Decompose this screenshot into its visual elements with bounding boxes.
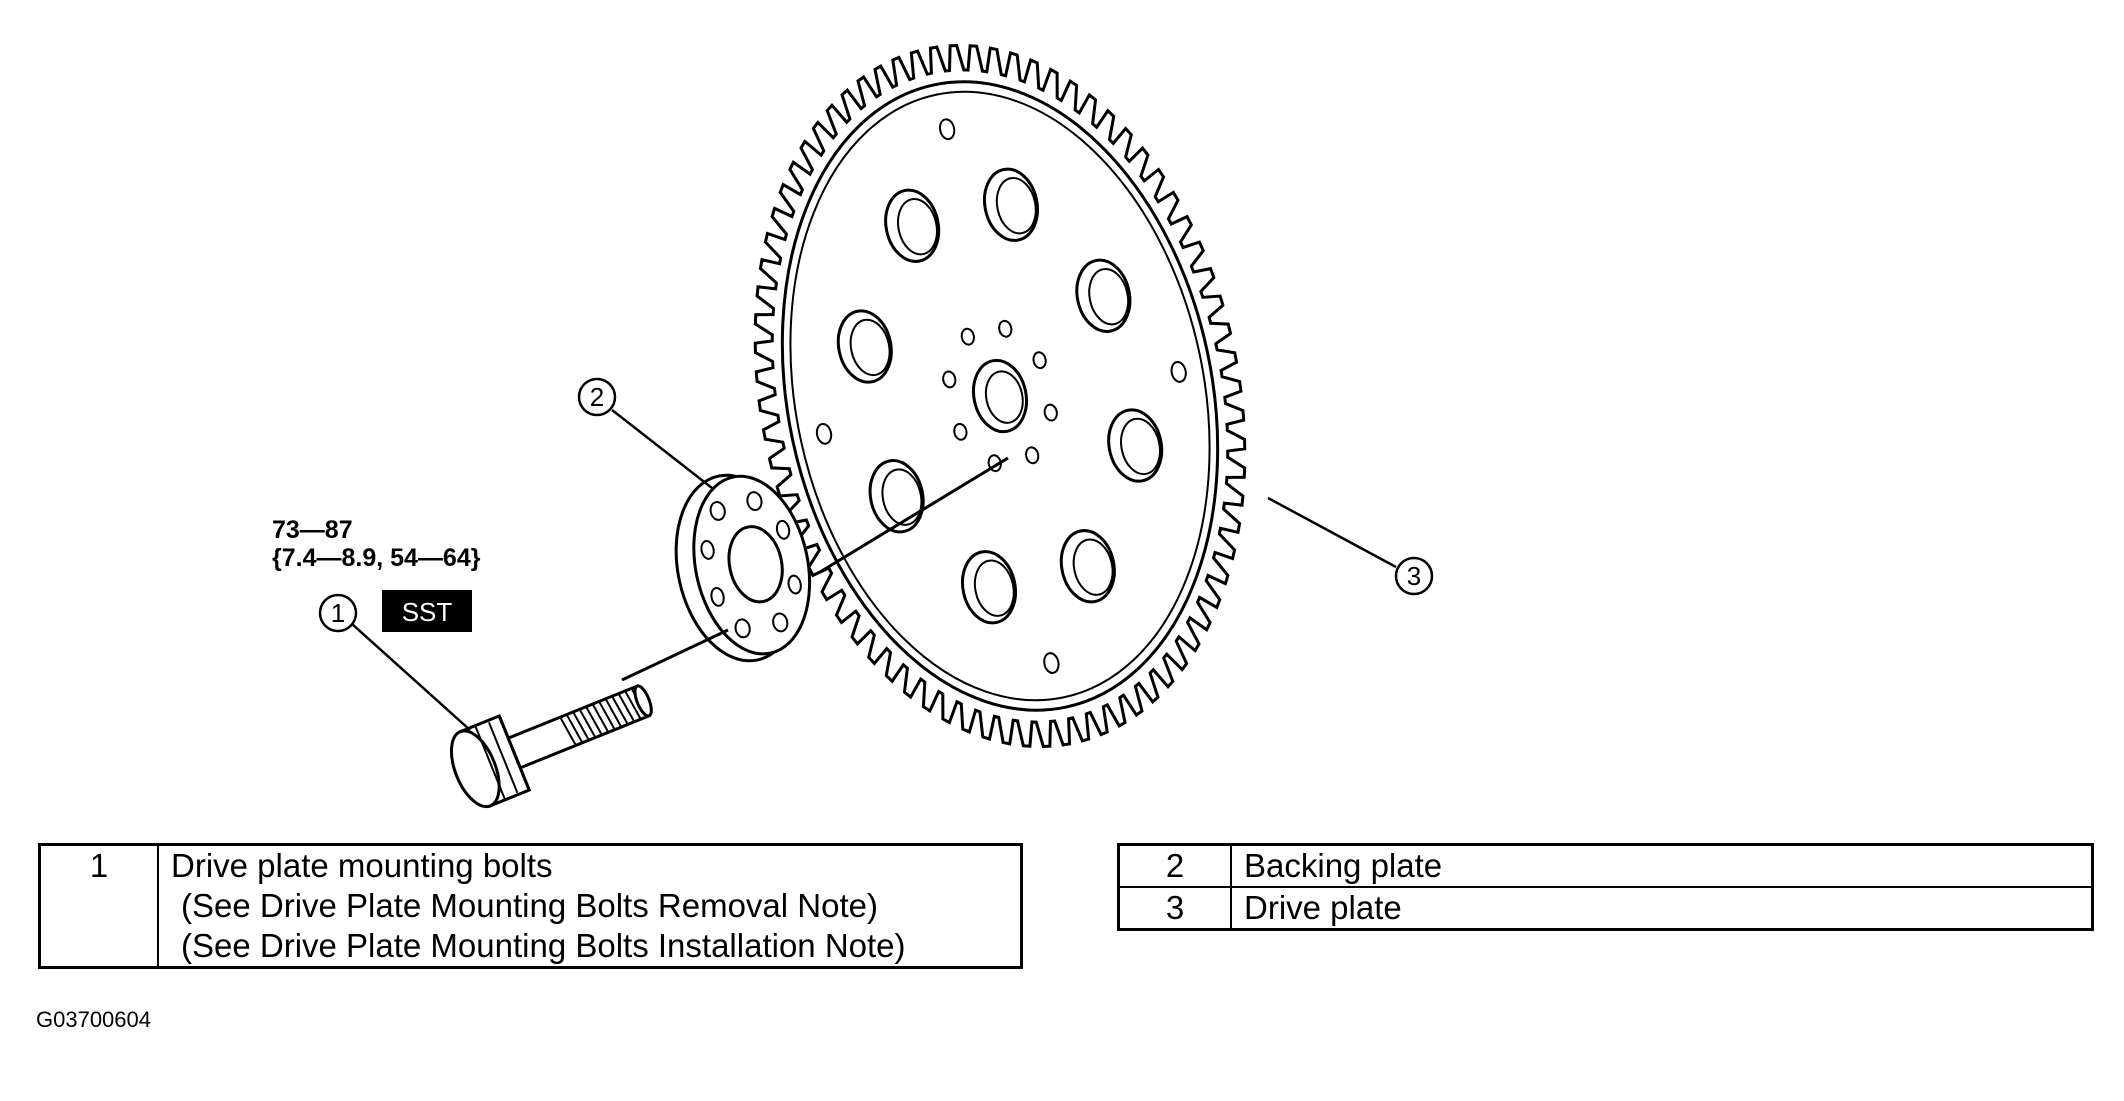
drive-plate-bolt-holes	[942, 319, 1058, 473]
torque-value: 73—87	[272, 516, 353, 544]
drive-plate-large-holes	[836, 167, 1164, 625]
rim-notch	[1043, 652, 1060, 674]
small-hole	[960, 327, 975, 346]
callout-1: 1	[318, 593, 358, 633]
table-row: 2 Backing plate	[1117, 843, 2094, 888]
sst-badge: SST	[382, 590, 472, 632]
rim-notch	[815, 422, 833, 445]
svg-text:3: 3	[1407, 561, 1421, 591]
small-hole	[942, 370, 957, 389]
small-hole	[998, 319, 1013, 338]
large-hole	[868, 459, 925, 534]
mounting-bolt	[449, 684, 653, 809]
backing-plate	[674, 473, 812, 663]
legend-number: 1	[38, 843, 159, 969]
svg-text:1: 1	[331, 598, 345, 628]
large-hole	[884, 188, 941, 263]
legend-table-right: 2 Backing plate 3 Drive plate	[1117, 843, 2094, 931]
drive-plate-edge-notches	[815, 118, 1187, 674]
legend-label: Drive plate	[1230, 886, 2094, 931]
leader-line-1	[351, 623, 471, 731]
large-hole	[1107, 408, 1164, 483]
svg-text:2: 2	[590, 382, 604, 412]
svg-text:SST: SST	[402, 597, 453, 627]
legend-description: Drive plate mounting bolts (See Drive Pl…	[157, 843, 1023, 969]
table-row: 3 Drive plate	[1117, 886, 2094, 931]
figure-code: G03700604	[36, 1007, 151, 1032]
torque-value-alt-units: {7.4—8.9, 54—64}	[272, 544, 481, 572]
rim-notch	[1170, 361, 1187, 383]
large-hole	[1075, 258, 1132, 333]
leader-line-3	[1267, 496, 1397, 569]
legend-number: 3	[1117, 886, 1232, 931]
removal-note-reference: (See Drive Plate Mounting Bolts Removal …	[181, 887, 878, 924]
callout-2: 2	[577, 377, 617, 417]
drive-plate	[753, 43, 1247, 749]
installation-note-reference: (See Drive Plate Mounting Bolts Installa…	[181, 927, 906, 964]
small-hole	[1025, 446, 1040, 465]
small-hole	[1032, 351, 1047, 370]
legend-label: Backing plate	[1230, 843, 2094, 888]
large-hole	[836, 309, 893, 384]
legend-table-left: 1 Drive plate mounting bolts (See Drive …	[38, 843, 1023, 969]
table-row: 1 Drive plate mounting bolts (See Drive …	[38, 843, 1023, 969]
large-hole	[960, 550, 1018, 625]
small-hole	[1043, 403, 1058, 422]
leader-line-2	[611, 409, 713, 489]
legend-number: 2	[1117, 843, 1232, 888]
callout-3: 3	[1394, 556, 1434, 596]
plate-alignment-line	[819, 456, 1009, 574]
bolt-alignment-line	[621, 628, 729, 682]
large-hole	[1059, 529, 1116, 604]
legend-title: Drive plate mounting bolts	[171, 847, 553, 884]
rim-notch	[938, 118, 956, 141]
small-hole	[953, 422, 968, 441]
large-hole	[982, 167, 1040, 242]
